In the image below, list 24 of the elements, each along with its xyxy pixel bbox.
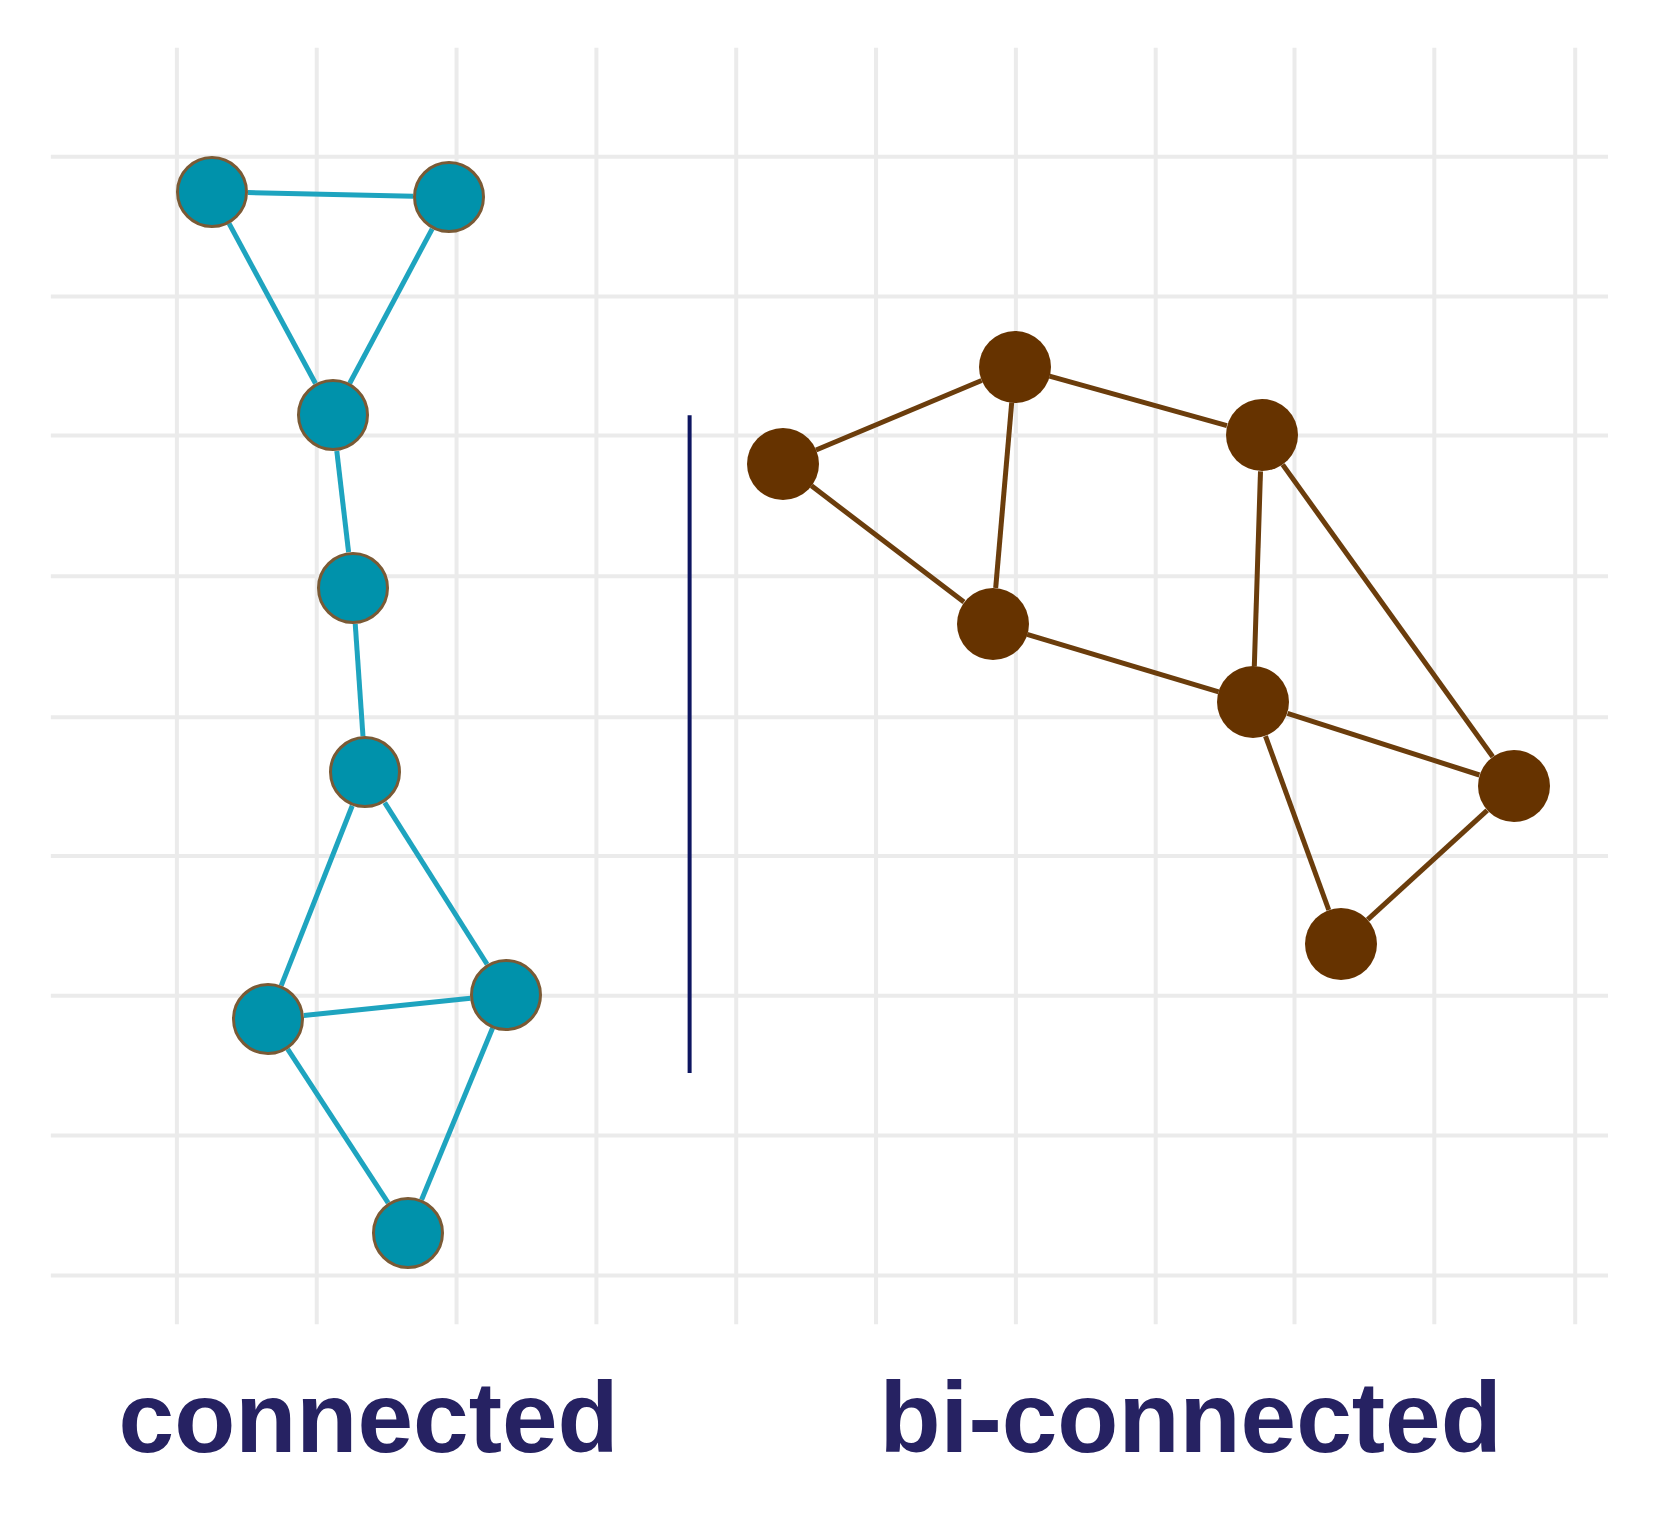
graph-edge <box>815 378 983 453</box>
graph-edge <box>993 402 1015 589</box>
graph-edge <box>419 1027 495 1201</box>
graph-edge <box>352 623 366 737</box>
graph-edge <box>1280 463 1495 759</box>
graph-edge <box>1365 808 1489 922</box>
graph-edge <box>1026 631 1220 695</box>
graph-edge <box>1048 373 1228 429</box>
graph-edge <box>303 995 471 1018</box>
graph-edge <box>382 801 490 966</box>
graph-edge <box>247 190 414 199</box>
graph-vertex <box>175 155 248 228</box>
graph-edge <box>334 450 352 553</box>
graph-edge <box>347 227 435 385</box>
graph-edge <box>278 804 355 987</box>
graph-edge <box>1263 735 1332 911</box>
graph-caption: bi-connected <box>879 1366 1502 1467</box>
graph-edge <box>226 222 318 385</box>
graph-caption: connected <box>118 1366 619 1467</box>
graph-vertex <box>1477 750 1550 822</box>
graph-edge <box>1286 710 1481 778</box>
graph-edge <box>809 483 966 605</box>
graph-edge <box>285 1047 391 1205</box>
graph-edge <box>1251 471 1263 667</box>
